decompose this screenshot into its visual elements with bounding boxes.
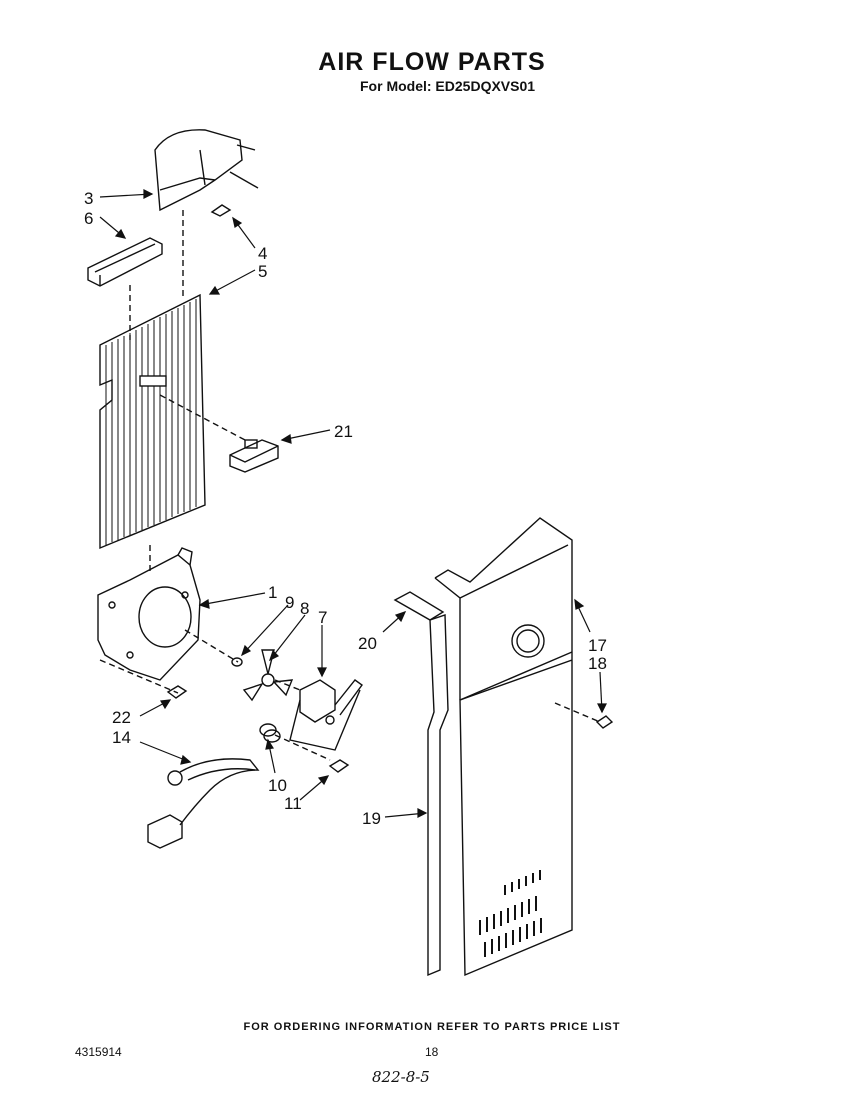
part-rear-panel-17 <box>434 517 573 977</box>
callout-6: 6 <box>84 209 93 228</box>
callout-1: 1 <box>268 583 277 602</box>
callout-21: 21 <box>334 422 353 441</box>
part-gasket-20 <box>393 591 445 621</box>
part-screw-18 <box>595 715 614 729</box>
callout-4: 4 <box>258 244 267 263</box>
part-grille-6 <box>87 237 163 287</box>
part-fan-motor-7 <box>289 679 363 751</box>
part-fan-shroud-1 <box>97 547 201 681</box>
callout-19: 19 <box>362 809 381 828</box>
part-liner-strip-19 <box>427 614 449 977</box>
page-number: 18 <box>425 1045 439 1059</box>
part-nut-9 <box>231 657 243 667</box>
ordering-note: FOR ORDERING INFORMATION REFER TO PARTS … <box>243 1021 621 1033</box>
document-number: 4315914 <box>75 1045 122 1059</box>
part-wire-harness-14 <box>147 758 260 849</box>
callout-14: 14 <box>112 728 131 747</box>
callout-18: 18 <box>588 654 607 673</box>
part-screw-11 <box>328 759 350 773</box>
callout-8: 8 <box>300 599 309 618</box>
callout-5: 5 <box>258 262 267 281</box>
callout-11: 11 <box>284 794 302 813</box>
callout-3: 3 <box>84 189 93 208</box>
callout-22: 22 <box>112 708 131 727</box>
part-screw-22 <box>166 685 188 699</box>
leader-lines <box>99 189 607 818</box>
page-title: AIR FLOW PARTS <box>318 48 546 76</box>
callout-10: 10 <box>268 776 287 795</box>
part-air-duct-cover <box>154 129 259 212</box>
callout-17: 17 <box>588 636 607 655</box>
part-sensor-21 <box>229 439 279 473</box>
part-fan-blade-8 <box>242 649 294 702</box>
part-grommet-10 <box>259 723 281 743</box>
callout-20: 20 <box>358 634 377 653</box>
part-screw-4 <box>210 204 232 217</box>
part-evaporator-cover-5 <box>99 293 206 550</box>
callout-9: 9 <box>285 593 294 612</box>
model-subtitle: For Model: ED25DQXVS01 <box>360 78 536 94</box>
callout-7: 7 <box>318 608 327 627</box>
handwritten-date: 822-8-5 <box>372 1068 430 1086</box>
